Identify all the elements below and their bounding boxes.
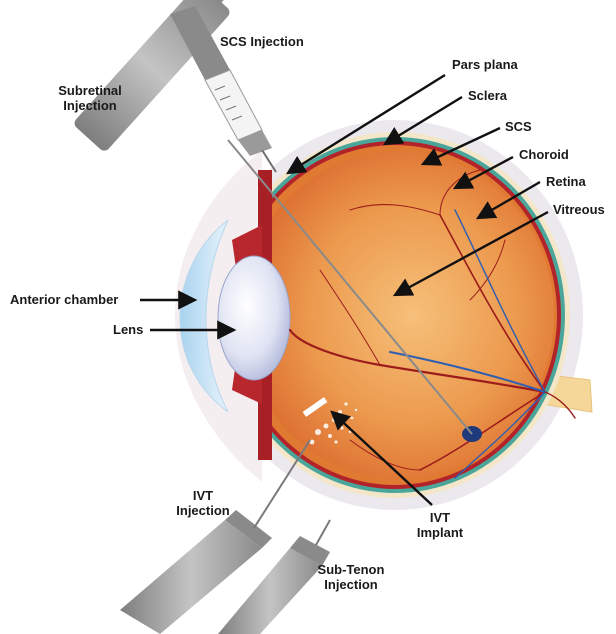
label-choroid: Choroid: [519, 147, 569, 162]
label-ivt-implant-line2: Implant: [410, 525, 470, 540]
label-sub-tenon-line2: Injection: [306, 577, 396, 592]
label-subretinal-line2: Injection: [44, 98, 136, 113]
label-ivt-injection-line2: Injection: [168, 503, 238, 518]
label-ivt-injection: IVT Injection: [168, 488, 238, 518]
scs-syringe: [170, 6, 276, 172]
label-vitreous: Vitreous: [553, 202, 605, 217]
lens-body: [218, 256, 290, 380]
label-scs: SCS: [505, 119, 532, 134]
label-ivt-implant: IVT Implant: [410, 510, 470, 540]
label-retina: Retina: [546, 174, 586, 189]
label-sclera: Sclera: [468, 88, 507, 103]
label-pars-plana: Pars plana: [452, 57, 518, 72]
label-ivt-injection-line1: IVT: [168, 488, 238, 503]
label-sub-tenon-line1: Sub-Tenon: [306, 562, 396, 577]
label-sub-tenon-injection: Sub-Tenon Injection: [306, 562, 396, 592]
label-anterior-chamber: Anterior chamber: [10, 292, 118, 307]
label-subretinal-injection: Subretinal Injection: [44, 83, 136, 113]
label-ivt-implant-line1: IVT: [410, 510, 470, 525]
label-lens: Lens: [113, 322, 143, 337]
label-subretinal-line1: Subretinal: [44, 83, 136, 98]
label-scs-injection: SCS Injection: [220, 34, 304, 49]
